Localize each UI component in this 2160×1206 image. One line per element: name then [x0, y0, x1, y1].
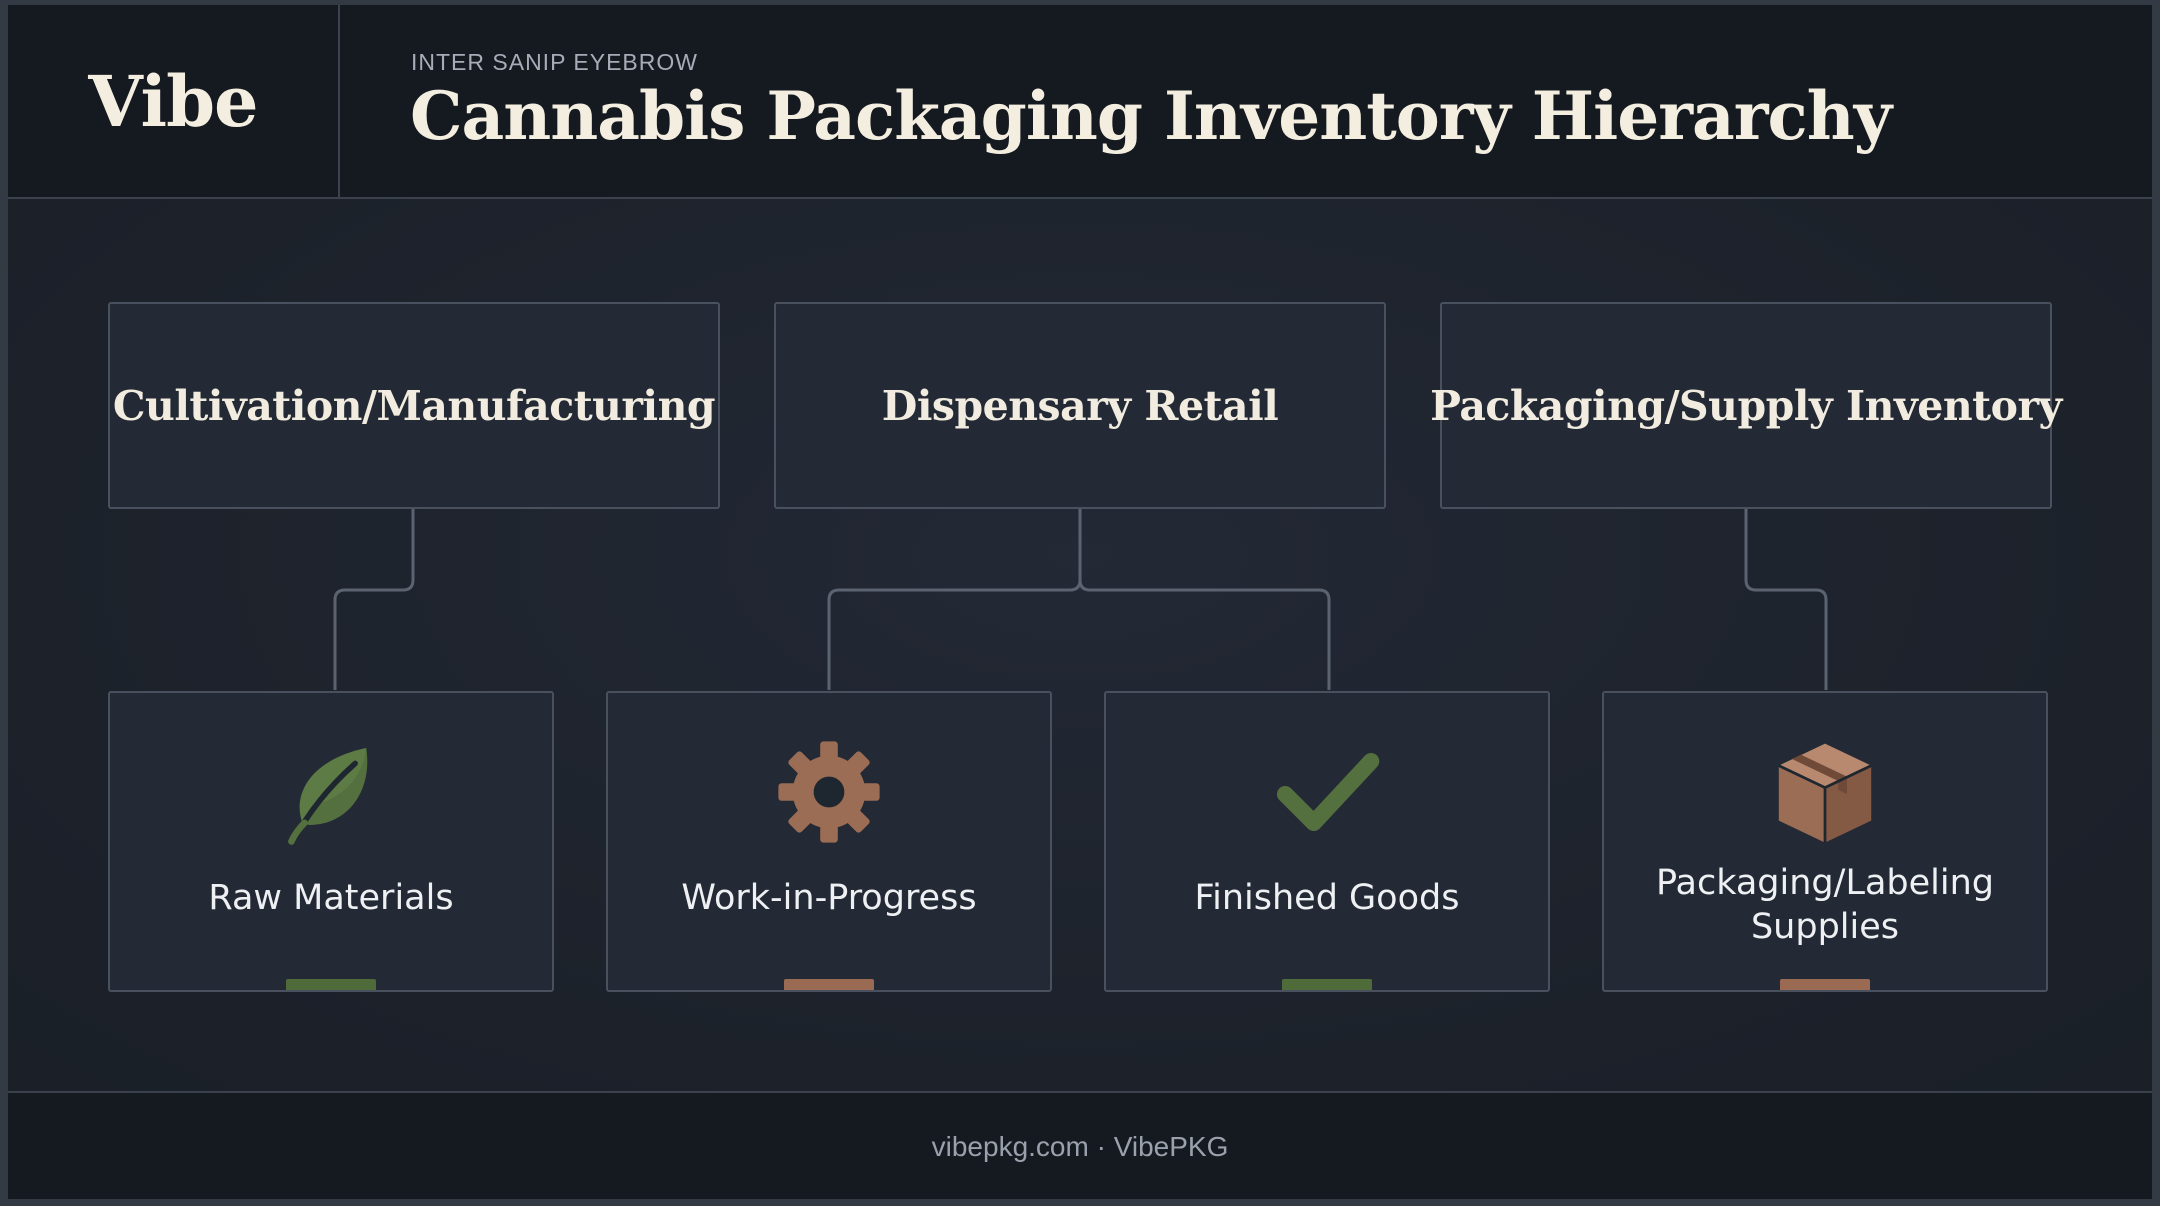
accent-bar	[1780, 979, 1870, 990]
connector-cultivation-raw	[333, 504, 415, 690]
sector-label: Dispensary Retail	[881, 381, 1279, 430]
connector-retail-finished	[1078, 504, 1331, 690]
sector-label: Packaging/Supply Inventory	[1430, 381, 2062, 430]
footer-text: vibepkg.com · VibePKG	[931, 1131, 1229, 1162]
accent-bar	[784, 979, 874, 990]
sector-cultivation-manufacturing: Cultivation/Manufacturing	[108, 302, 720, 509]
category-label: Raw Materials	[208, 878, 454, 918]
sector-dispensary-retail: Dispensary Retail	[774, 302, 1386, 509]
connector-lines	[333, 504, 1828, 690]
connector-retail-wip	[827, 504, 1082, 690]
category-label: Packaging/Labeling Supplies	[1655, 863, 1994, 947]
header: Vibe INTER SANIP EYEBROW Cannabis Packag…	[8, 5, 2152, 199]
category-work-in-progress: Work-in-Progress	[606, 691, 1052, 992]
page-title: Cannabis Packaging Inventory Hierarchy	[410, 77, 1892, 155]
sector-label: Cultivation/Manufacturing	[112, 381, 716, 430]
category-label: Finished Goods	[1194, 878, 1460, 918]
logo: Vibe	[8, 5, 340, 197]
accent-bar	[1282, 979, 1372, 990]
connector-supply-packaging	[1744, 504, 1828, 690]
gear-icon	[778, 741, 880, 843]
logo-text: Vibe	[88, 59, 258, 143]
category-finished-goods: Finished Goods	[1104, 691, 1550, 992]
checkmark-icon	[1276, 752, 1380, 832]
footer: vibepkg.com · VibePKG	[8, 1091, 2152, 1199]
sector-packaging-supply-inventory: Packaging/Supply Inventory	[1430, 302, 2062, 509]
accent-bar	[286, 979, 376, 990]
leaf-icon	[288, 748, 368, 845]
box-icon	[1778, 743, 1872, 843]
category-packaging-labeling-supplies: Packaging/Labeling Supplies	[1602, 691, 2048, 992]
slide-frame: Vibe INTER SANIP EYEBROW Cannabis Packag…	[8, 5, 2152, 1199]
category-raw-materials: Raw Materials	[108, 691, 554, 992]
hierarchy-diagram: Cultivation/Manufacturing Dispensary Ret…	[8, 199, 2152, 1091]
category-label: Work-in-Progress	[681, 878, 977, 918]
eyebrow: INTER SANIP EYEBROW	[411, 49, 698, 75]
